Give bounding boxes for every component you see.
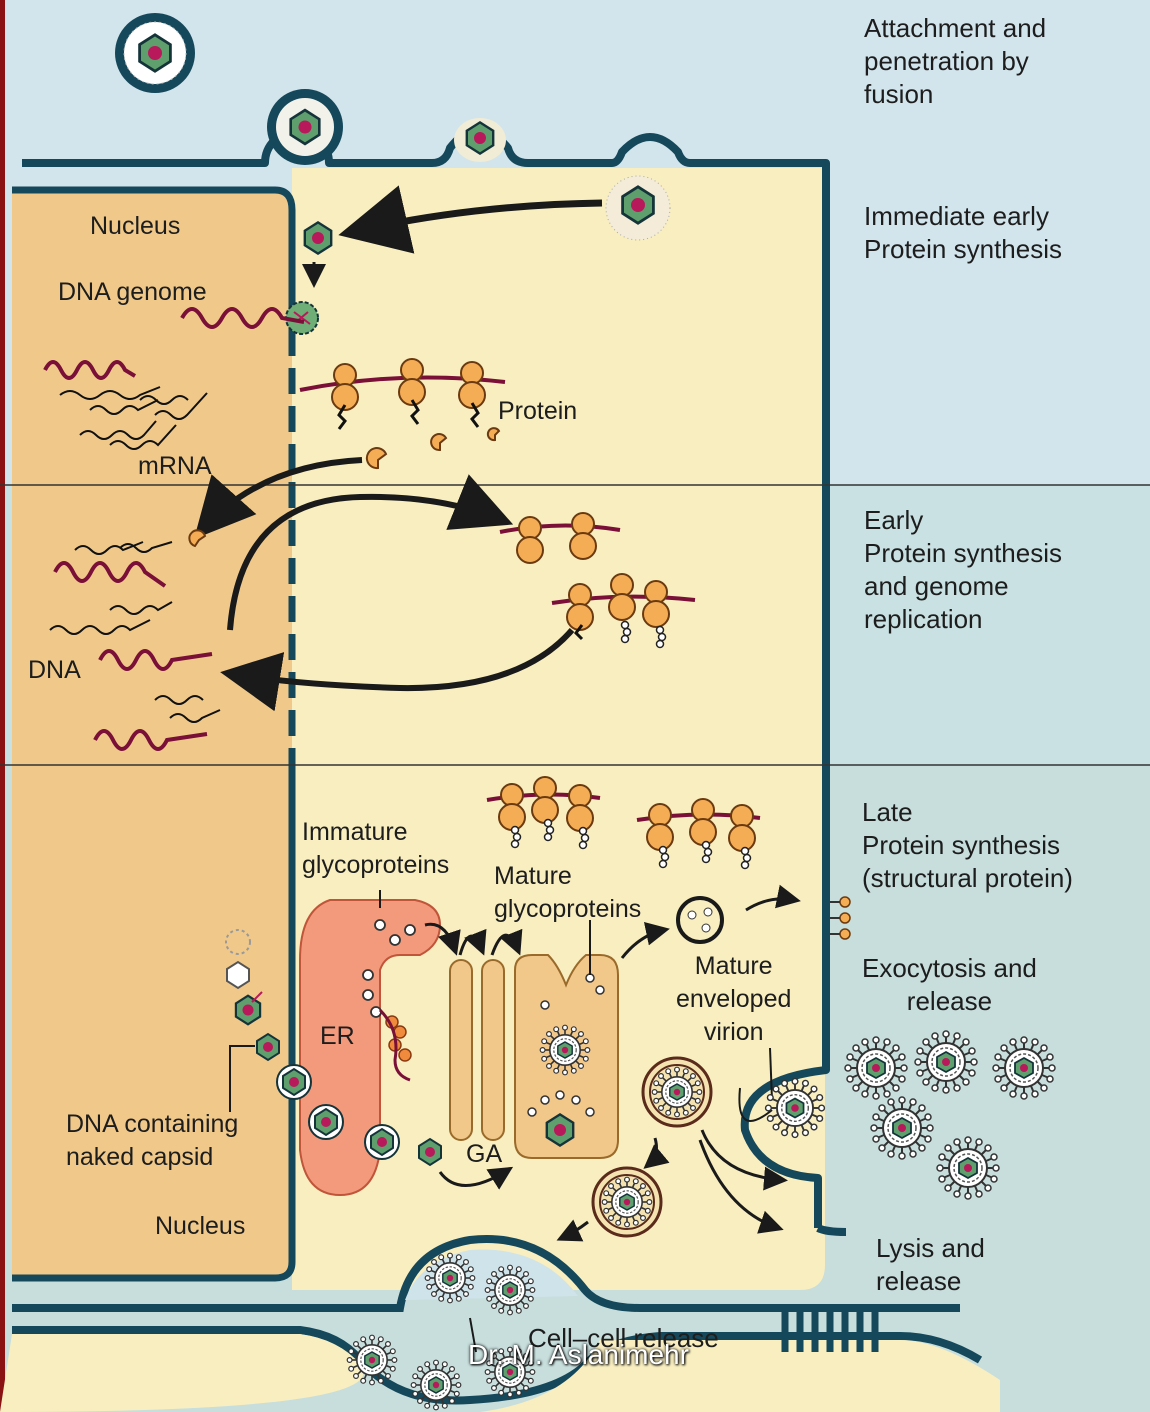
ribosome-icon <box>567 584 593 630</box>
transport-vesicle-icon <box>678 898 722 942</box>
dna-label: DNA <box>28 654 81 687</box>
mature-virion-icon <box>643 1058 711 1126</box>
ribosome-icon <box>532 777 558 823</box>
er-label: ER <box>320 1020 355 1053</box>
membrane-lysis-edge <box>818 1228 846 1232</box>
ribosome-icon <box>332 364 358 410</box>
tight-junction <box>785 1308 875 1352</box>
ribosome-icon <box>499 784 525 830</box>
ribosome-icon <box>517 517 543 563</box>
membrane-glycoproteins <box>840 897 850 939</box>
ga-label: GA <box>466 1138 502 1171</box>
ribosome-icon <box>459 362 485 408</box>
ribosome-icon <box>609 574 635 620</box>
watermark-text: Dr. M. Aslanimehr <box>468 1338 689 1371</box>
ribosome-icon <box>399 359 425 405</box>
ribosome-icon <box>647 804 673 850</box>
ribosome-icon <box>643 581 669 627</box>
nucleus-bottom-label: Nucleus <box>155 1210 245 1243</box>
ribosome-icon <box>567 785 593 831</box>
budding-capsid-icon <box>547 1114 573 1145</box>
released-nucleocapsid-icon <box>606 176 670 240</box>
attached-virion-icon <box>267 89 343 165</box>
free-virion-icon <box>115 13 195 93</box>
dna-genome-label: DNA genome <box>58 276 207 309</box>
protein-label: Protein <box>498 395 577 428</box>
mrna-label: mRNA <box>138 450 212 483</box>
nucleocapsid-at-pore-icon <box>305 222 331 253</box>
mature-virion-icon <box>593 1168 661 1236</box>
ribosome-icon <box>690 799 716 845</box>
fusing-virion-icon <box>454 118 506 162</box>
nucleus-top-label: Nucleus <box>90 210 180 243</box>
golgi-virion-icon <box>540 1025 590 1075</box>
ribosome-icon <box>729 805 755 851</box>
ribosome-icon <box>570 513 596 559</box>
